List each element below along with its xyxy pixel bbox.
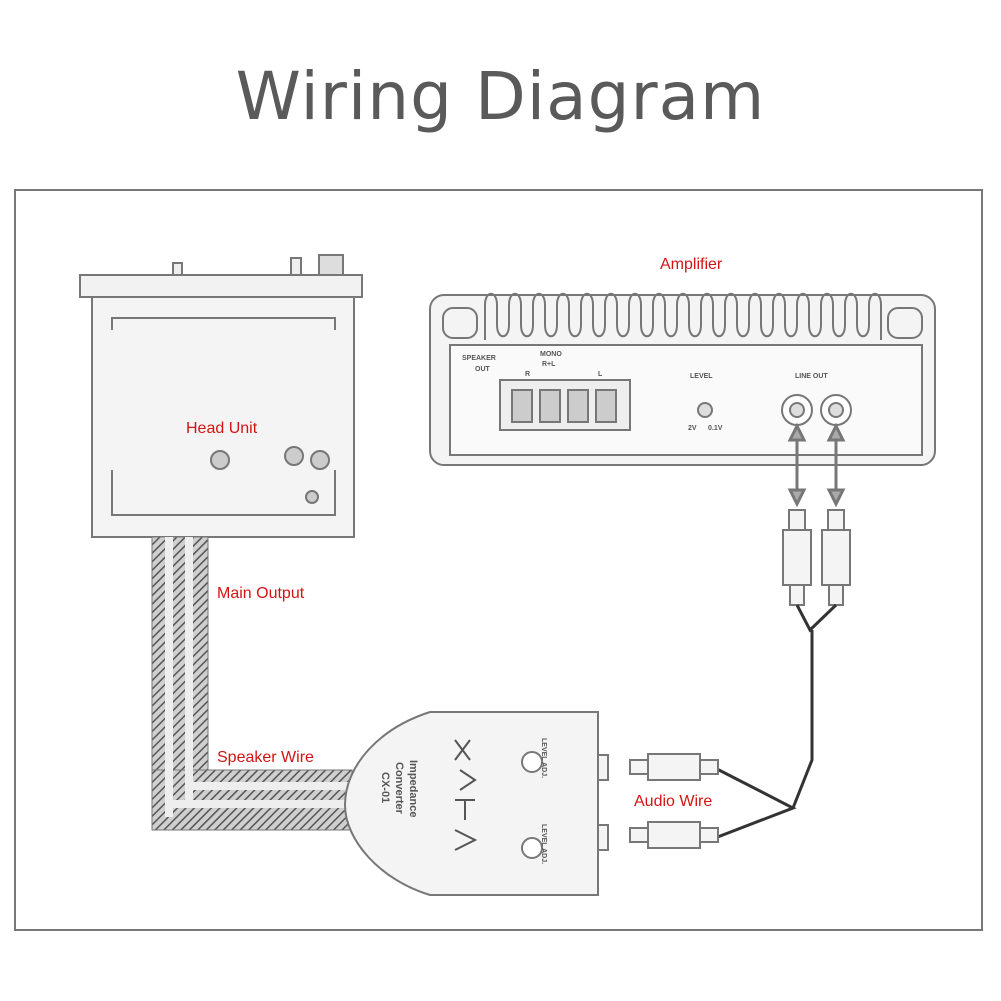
speaker-out-label: SPEAKER <box>462 355 496 362</box>
audio-wire-label: Audio Wire <box>634 793 712 810</box>
mono-label: MONO <box>540 351 562 358</box>
jack-icon <box>284 446 304 466</box>
level-label: LEVEL <box>690 373 713 380</box>
head-unit <box>79 254 363 538</box>
line-out-arrows <box>787 422 846 508</box>
converter-name-1: Impedance <box>407 760 419 817</box>
amplifier <box>429 292 936 466</box>
jack-icon <box>305 490 319 504</box>
converter-text: Impedance Converter CX-01 LEVEL ADJ. LEV… <box>379 738 547 864</box>
audio-wire <box>714 603 838 840</box>
level-min-label: 2V <box>688 425 697 432</box>
level-max-label: 0.1V <box>708 425 723 432</box>
speaker-wire-label: Speaker Wire <box>217 749 314 766</box>
level-knob-icon <box>697 402 713 418</box>
speaker-terminal <box>539 389 561 423</box>
main-output-harness <box>151 536 353 831</box>
rca-plug-pair-vertical <box>782 509 851 606</box>
converter-logo <box>454 739 478 851</box>
level-adj-label-1: LEVEL ADJ. <box>540 738 547 778</box>
page-title: Wiring Diagram <box>235 58 766 135</box>
level-adj-knob-icon <box>521 837 543 859</box>
speaker-terminal <box>595 389 617 423</box>
converter-name-2: Converter <box>393 762 405 815</box>
speaker-out-label-2: OUT <box>475 366 491 373</box>
level-adj-label-2: LEVEL ADJ. <box>540 824 547 864</box>
impedance-converter <box>343 711 609 896</box>
speaker-terminal <box>511 389 533 423</box>
speaker-terminal <box>567 389 589 423</box>
main-output-label: Main Output <box>217 585 305 602</box>
jack-icon <box>210 450 230 470</box>
l-label: L <box>598 371 603 378</box>
r-label: R <box>525 371 530 378</box>
amplifier-label: Amplifier <box>660 256 723 273</box>
amplifier-panel-text: SPEAKER OUT MONO R+L R L LEVEL 2V 0.1V L… <box>462 351 828 432</box>
level-adj-knob-icon <box>521 751 543 773</box>
converter-model: CX-01 <box>379 772 391 803</box>
jack-icon <box>310 450 330 470</box>
line-out-label: LINE OUT <box>795 373 828 380</box>
head-unit-label: Head Unit <box>186 420 258 437</box>
rl-label: R+L <box>542 361 556 368</box>
rca-plug-pair-horizontal <box>629 753 719 849</box>
